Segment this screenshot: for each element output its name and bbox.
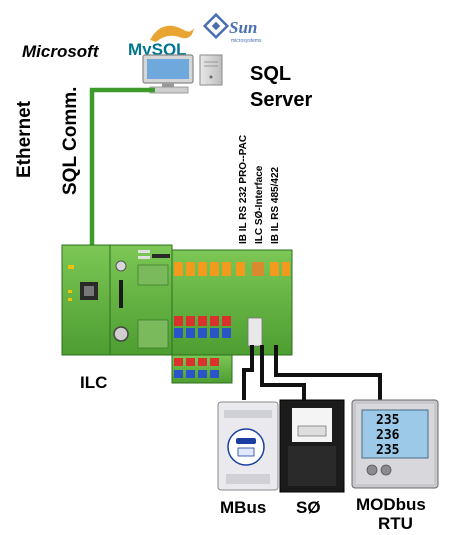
sun-diamond-icon bbox=[202, 12, 230, 40]
mbus-meter bbox=[217, 401, 279, 491]
sun-logo-subtext: microsystems bbox=[231, 38, 262, 44]
ethernet-label: Ethernet bbox=[14, 100, 35, 178]
mbus-label: MBus bbox=[220, 498, 266, 517]
meter-reading-2: 236 bbox=[376, 428, 400, 443]
sql-server-label-line2: Server bbox=[250, 89, 312, 111]
io-terminal-block bbox=[171, 249, 293, 356]
rtu-label: RTU bbox=[378, 514, 413, 533]
so-meter bbox=[279, 399, 345, 493]
meter-button-icon bbox=[366, 464, 378, 476]
mysql-dolphin-icon bbox=[150, 25, 194, 42]
sql-comm-label: SQL Comm. bbox=[60, 87, 81, 195]
lower-terminal-rows bbox=[171, 354, 233, 384]
ethernet-cable bbox=[89, 87, 155, 285]
computer-icon bbox=[142, 54, 194, 94]
microsoft-logo: Microsoft bbox=[22, 42, 100, 61]
microsoft-logo-text: Microsoft bbox=[22, 42, 100, 61]
mysql-logo-text: MySQL bbox=[128, 40, 187, 59]
fieldbus-cables bbox=[242, 345, 382, 400]
server-tower-icon bbox=[199, 54, 223, 86]
mysql-logo: MySQL bbox=[128, 25, 194, 59]
meter-button-icon bbox=[380, 464, 392, 476]
sql-server-label-line1: SQL bbox=[250, 63, 291, 85]
ilc-controller bbox=[61, 244, 173, 356]
meter-reading-1: 235 bbox=[376, 413, 399, 428]
module-2-label: ILC SØ-Interface bbox=[254, 165, 265, 244]
meter-reading-3: 235 bbox=[376, 443, 399, 458]
ilc-label: ILC bbox=[80, 373, 107, 392]
module-3-label: IB IL RS 485/422 bbox=[270, 166, 281, 244]
sun-logo-text: Sun bbox=[229, 18, 257, 37]
modbus-meter: 235 236 235 bbox=[351, 399, 439, 489]
sun-logo: Sun microsystems bbox=[202, 12, 262, 44]
module-1-label: IB IL RS 232 PRO--PAC bbox=[238, 135, 249, 244]
modbus-label: MODbus bbox=[356, 495, 426, 514]
meter-lcd bbox=[361, 409, 429, 459]
so-label: SØ bbox=[296, 498, 321, 517]
